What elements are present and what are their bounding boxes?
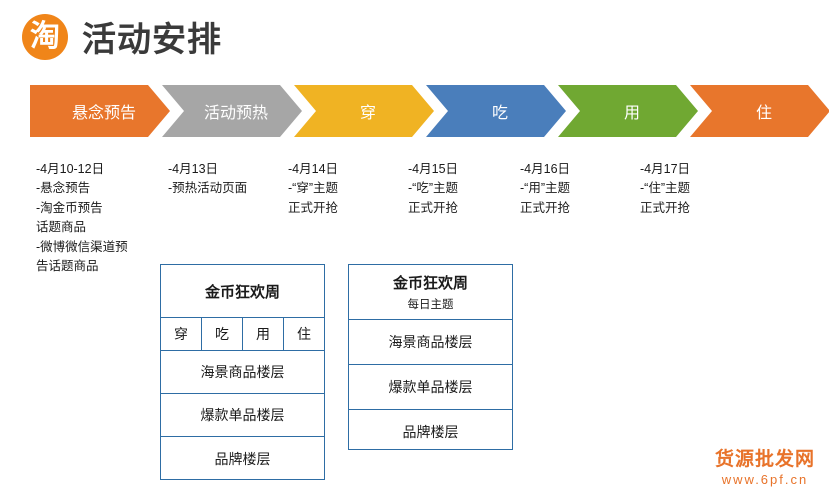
panel-left-theme-1[interactable]: 穿 [161,318,202,350]
timeline-step-4-label: 吃 [491,105,508,122]
timeline-step-4[interactable]: 吃 [426,85,566,137]
panel-right-row-2[interactable]: 爆款单品楼层 [349,365,512,410]
timeline-step-1[interactable]: 悬念预告 [30,85,170,137]
panel-weekly-right: 金币狂欢周 每日主题 海景商品楼层 爆款单品楼层 品牌楼层 [348,264,513,450]
panel-right-header: 金币狂欢周 每日主题 [349,265,512,320]
timeline-step-5[interactable]: 用 [558,85,698,137]
panel-right-title: 金币狂欢周 [392,275,468,292]
timeline-note-5: -4月16日 -“用”主题 正式开抢 [520,162,571,215]
page-title: 活动安排 [82,21,222,59]
timeline-note-6: -4月17日 -“住”主题 正式开抢 [640,162,691,215]
timeline-step-3[interactable]: 穿 [294,85,434,137]
panel-left-theme-4[interactable]: 住 [297,326,311,342]
timeline-step-2[interactable]: 活动预热 [162,85,302,137]
timeline-step-6[interactable]: 住 [690,85,829,137]
panel-left-header: 金币狂欢周 [161,265,324,318]
watermark: 货源批发网 www.6pf.cn [714,448,815,487]
timeline-note-4: -4月15日 -“吃”主题 正式开抢 [408,162,459,215]
panel-left-row-2[interactable]: 爆款单品楼层 [161,394,324,437]
panel-left-title: 金币狂欢周 [204,283,280,301]
panel-right-row-3[interactable]: 品牌楼层 [402,423,459,440]
timeline-note-3: -4月14日 -“穿”主题 正式开抢 [288,162,339,215]
panel-left-theme-3[interactable]: 用 [243,318,284,350]
taobao-logo-icon: 淘 [22,13,68,60]
panel-left-theme-2[interactable]: 吃 [202,318,243,350]
timeline-step-2-label: 活动预热 [203,105,268,122]
panel-left-theme-row: 穿 吃 用 住 [161,318,324,351]
timeline-step-3-label: 穿 [359,105,376,122]
watermark-main: 货源批发网 [714,448,815,470]
panel-right-row-1[interactable]: 海景商品楼层 [349,320,512,365]
panel-left-row-3[interactable]: 品牌楼层 [214,450,271,467]
timeline-note-2: -4月13日 -预热活动页面 [168,162,248,196]
timeline-step-5-label: 用 [623,105,640,122]
panel-right-subtitle: 每日主题 [407,299,454,311]
timeline-step-6-label: 住 [755,105,772,122]
panel-left-row-1[interactable]: 海景商品楼层 [161,351,324,394]
watermark-url: www.6pf.cn [721,471,809,487]
panel-weekly-left: 金币狂欢周 穿 吃 用 住 海景商品楼层 爆款单品楼层 品牌楼层 [160,264,325,480]
timeline-step-1-label: 悬念预告 [71,105,136,122]
timeline-note-1: -4月10-12日 -悬念预告 -淘金币预告 话题商品 -微博微信渠道预 告话题… [36,162,128,273]
page-header: 淘 活动安排 [22,12,222,61]
